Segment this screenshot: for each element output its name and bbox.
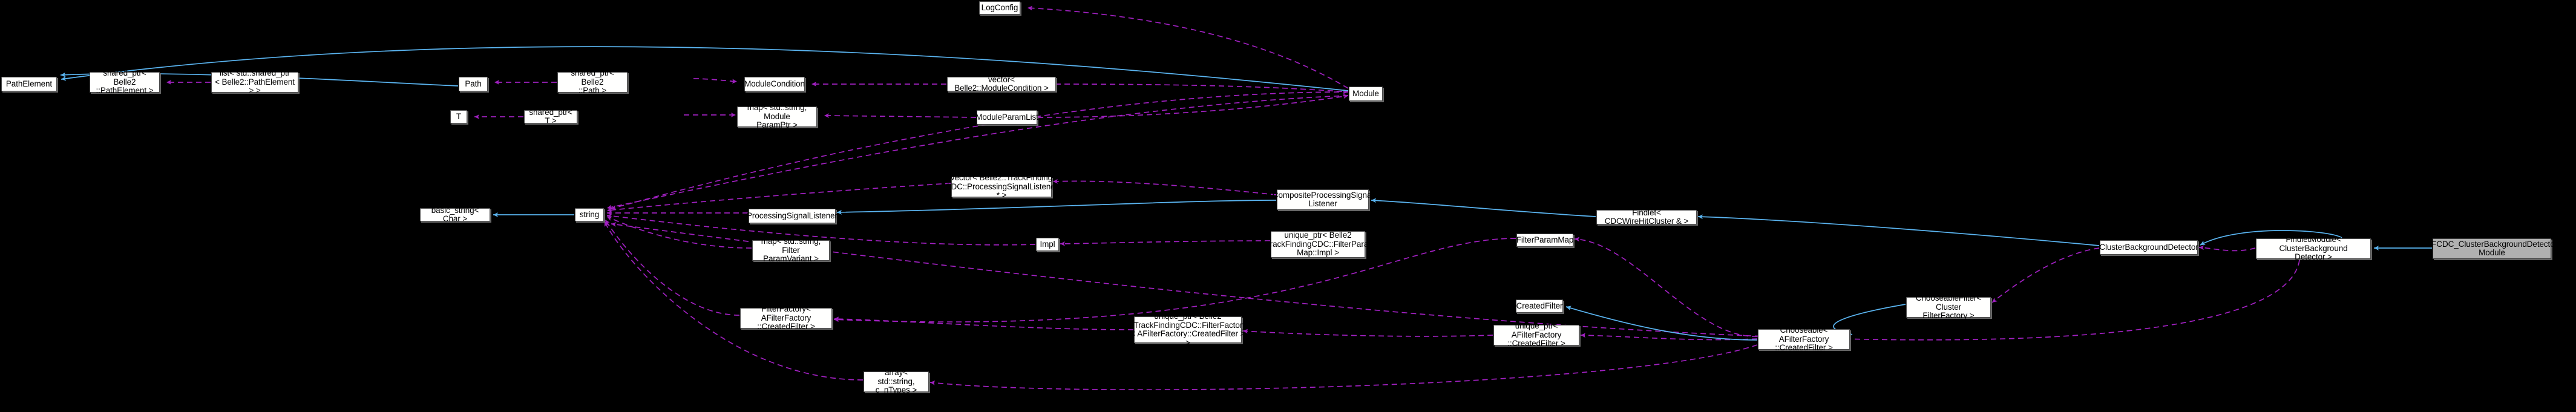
class-node-array_string[interactable]: array< std::string, c_nTypes >: [864, 368, 929, 394]
class-node-tfcdc_module[interactable]: TFCDC_ClusterBackgroundDetector Module: [2427, 238, 2557, 259]
class-node-moduleparamlist[interactable]: ModuleParamList: [975, 110, 1038, 125]
class-node-path[interactable]: Path: [459, 77, 488, 91]
class-node-map_filterparam[interactable]: map< std::string, Filter ParamVariant >: [752, 237, 830, 263]
class-node-clusterbgdetector[interactable]: ClusterBackgroundDetector: [2099, 240, 2198, 255]
class-node-sharedptr_path[interactable]: shared_ptr< Belle2 ::Path >: [557, 69, 628, 95]
class-node-modulecondition[interactable]: ModuleCondition: [744, 77, 805, 91]
class-node-processingsignal[interactable]: ProcessingSignalListener: [747, 209, 837, 223]
class-node-pathelement[interactable]: PathElement: [1, 77, 57, 91]
class-node-compositepsl[interactable]: CompositeProcessingSignal Listener: [1273, 189, 1373, 210]
class-node-t[interactable]: T: [450, 110, 467, 123]
class-node-vector_psl[interactable]: vector< Belle2::TrackFinding CDC::Proces…: [945, 173, 1058, 200]
class-node-vector_modulecond[interactable]: vector< Belle2::ModuleCondition >: [947, 75, 1056, 93]
class-node-logconfig[interactable]: LogConfig: [979, 1, 1020, 15]
class-node-findletmodule_cbd[interactable]: FindletModule< ClusterBackground Detecto…: [2256, 235, 2371, 261]
class-node-impl[interactable]: Impl: [1036, 238, 1059, 251]
class-node-uniqueptr_fpm_impl[interactable]: unique_ptr< Belle2 ::TrackFindingCDC::Fi…: [1260, 231, 1375, 258]
class-node-module[interactable]: Module: [1349, 87, 1383, 101]
class-node-filterfactory_cf[interactable]: FilterFactory< AFilterFactory ::CreatedF…: [740, 305, 832, 331]
class-node-uniqueptr_filterfactory[interactable]: unique_ptr< Belle2 ::TrackFindingCDC::Fi…: [1129, 312, 1247, 347]
class-node-uniqueptr_afactory_cf[interactable]: unique_ptr< AFilterFactory ::CreatedFilt…: [1493, 322, 1579, 348]
class-node-list_sharedptr[interactable]: list< std::shared_ptr < Belle2::PathElem…: [211, 69, 298, 95]
class-node-map_moduleparam[interactable]: map< std::string, Module ParamPtr >: [737, 103, 817, 129]
class-node-createdfilter[interactable]: CreatedFilter: [1516, 299, 1563, 313]
class-node-sharedptr_pathelem[interactable]: shared_ptr< Belle2 ::PathElement >: [90, 69, 160, 95]
class-node-chooseablefilter_cff[interactable]: ChooseableFilter< Cluster FilterFactory …: [1906, 294, 1991, 320]
class-node-basic_string[interactable]: basic_string< Char >: [420, 206, 490, 223]
class-node-string[interactable]: string: [575, 208, 604, 221]
class-node-filterparammap[interactable]: FilterParamMap: [1516, 234, 1573, 247]
class-node-sharedptr_t[interactable]: shared_ptr< T >: [524, 108, 577, 125]
class-node-chooseable_cf[interactable]: Chooseable< AFilterFactory ::CreatedFilt…: [1758, 326, 1850, 352]
class-node-findlet_cdcwirehit[interactable]: Findlet< CDCWireHitCluster & >: [1596, 208, 1697, 226]
